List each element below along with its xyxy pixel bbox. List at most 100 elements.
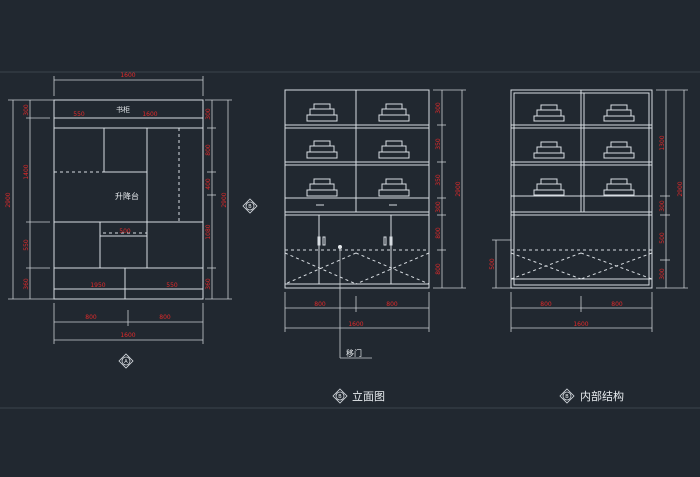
elevation-item-3a: [309, 145, 335, 153]
interior-title-marker-letter: B: [565, 394, 569, 400]
elevation-title-text: 立面图: [352, 389, 385, 403]
interior-bottom-total: 1600: [573, 321, 588, 328]
elevation-item-2b: [385, 103, 403, 110]
interior-item-5c: [533, 189, 565, 196]
plan-a-drawing: 1600 书柜 550 1600 升降台 500 1950 550 2: [5, 72, 232, 369]
elevation-outline: [284, 89, 430, 289]
elevation-dash-x2: [284, 252, 357, 285]
interior-left-dim-text: 500: [489, 258, 496, 270]
plan-a-right-1: 300: [205, 108, 212, 120]
plan-a-bottom-right: 800: [159, 314, 171, 321]
elevation-item-6a: [381, 183, 407, 191]
interior-item-4b: [610, 141, 628, 148]
interior-right-2: 300: [659, 200, 666, 212]
plan-a-bottom-total: 1600: [120, 332, 135, 339]
plan-a-right-5: 360: [205, 278, 212, 290]
interior-dash-x4: [580, 252, 653, 280]
elevation-title-marker-letter: B: [338, 394, 342, 400]
plan-a-shelf-label: 书柜: [116, 105, 130, 114]
elevation-item-5a: [309, 183, 335, 191]
elevation-right-2: 350: [435, 138, 442, 150]
elevation-bottom-left: 800: [314, 301, 326, 308]
interior-item-5a: [536, 183, 562, 191]
plan-a-outline: [53, 99, 204, 300]
interior-item-4c: [603, 152, 635, 159]
interior-item-2a: [606, 109, 632, 117]
plan-a-right-3: 400: [205, 178, 212, 190]
interior-item-6b: [610, 178, 628, 185]
elevation-item-4a: [381, 145, 407, 153]
interior-item-3b: [540, 141, 558, 148]
plan-a-marker-circle: [121, 356, 131, 366]
interior-right-4: 300: [659, 268, 666, 280]
elevation-item-3b: [313, 140, 331, 147]
plan-a-left-2: 1400: [23, 164, 30, 179]
interior-right-total: 2900: [677, 181, 684, 196]
elevation-right-3: 350: [435, 174, 442, 186]
interior-title-marker-circle: [562, 391, 572, 401]
plan-a-left-3: 550: [23, 239, 30, 251]
elevation-bottom-right: 800: [386, 301, 398, 308]
plan-a-right-total: 2900: [221, 192, 228, 207]
plan-a-right-2: 800: [205, 144, 212, 156]
elevation-dash-x3: [355, 252, 430, 285]
elevation-callout-label: 移门: [346, 348, 362, 358]
plan-a-marker-letter: A: [124, 359, 128, 365]
elevation-right-6: 800: [435, 263, 442, 275]
elevation-dash-x4: [355, 252, 430, 285]
interior-item-1b: [540, 104, 558, 111]
elevation-title-marker-diamond: [332, 388, 348, 404]
plan-a-left-4: 360: [23, 278, 30, 290]
interior-bottom-left: 800: [540, 301, 552, 308]
section-marker-letter: B: [248, 204, 252, 210]
plan-a-dim-1600: 1600: [142, 111, 157, 118]
elevation-item-6b: [385, 178, 403, 185]
plan-a-marker-diamond: [118, 353, 134, 369]
section-marker-diamond: [242, 198, 258, 214]
interior-item-3c: [533, 152, 565, 159]
plan-a-bottom-left: 800: [85, 314, 97, 321]
elevation-door-handle-4: [389, 236, 393, 246]
elevation-item-2c: [378, 114, 410, 122]
interior-dash-x2: [510, 252, 582, 280]
elevation-door-handle-1: [317, 236, 321, 246]
elevation-right-5: 800: [435, 227, 442, 239]
interior-title: B 内部结构: [559, 388, 624, 404]
elevation-item-2a: [381, 108, 407, 116]
elevation-bottom-total: 1600: [348, 321, 363, 328]
interior-item-3a: [536, 146, 562, 154]
interior-title-text: 内部结构: [580, 389, 624, 403]
plan-a-dim-550: 550: [73, 111, 85, 118]
elevation-items: [306, 103, 410, 197]
plan-a-dim-500: 500: [119, 228, 131, 235]
elevation-title-marker-circle: [335, 391, 345, 401]
interior-items: [533, 104, 635, 196]
plan-a-marker: A: [118, 353, 134, 369]
elevation-item-6c: [378, 189, 410, 197]
interior-item-6a: [606, 183, 632, 191]
elevation-item-1b: [313, 103, 331, 110]
interior-right-1: 1300: [659, 135, 666, 150]
interior-b-drawing: 500 800 800 1600 1300 300 500 300 2900 B…: [489, 89, 688, 404]
elevation-right-1: 300: [435, 102, 442, 114]
plan-a-dim-1950: 1950: [90, 282, 105, 289]
elevation-item-5c: [306, 189, 338, 197]
elevation-item-3c: [306, 151, 338, 159]
elevation-right-4: 300: [435, 201, 442, 213]
plan-a-top-width: 1600: [120, 72, 135, 79]
interior-item-6c: [603, 189, 635, 196]
elevation-item-1c: [306, 114, 338, 122]
plan-a-lift-label: 升降台: [115, 191, 139, 201]
elevation-b-drawing: 移门 800 800 1600 300 350 350 300 800 800 …: [284, 89, 466, 404]
elevation-item-4c: [378, 151, 410, 159]
interior-item-1c: [533, 115, 565, 122]
interior-item-2c: [603, 115, 635, 122]
interior-item-2b: [610, 104, 628, 111]
interior-item-1a: [536, 109, 562, 117]
elevation-right-total: 2900: [455, 181, 462, 196]
interior-right-3: 500: [659, 232, 666, 244]
elevation-door-handle-2: [322, 236, 326, 246]
elevation-item-1a: [309, 108, 335, 116]
interior-bottom-right: 800: [611, 301, 623, 308]
